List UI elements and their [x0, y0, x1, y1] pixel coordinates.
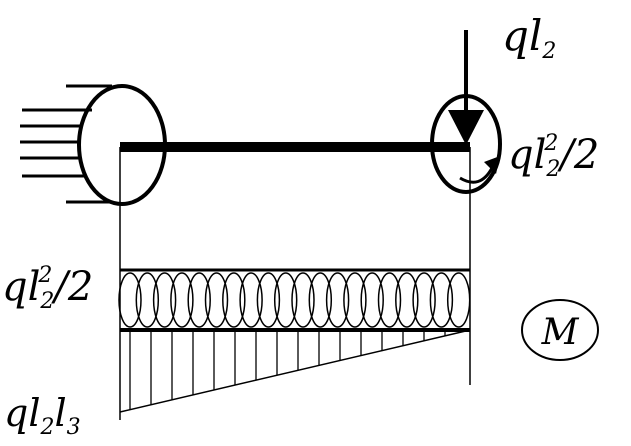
coil-loop	[239, 272, 263, 328]
moment-band-coil	[118, 272, 471, 328]
coil-loop	[395, 272, 419, 328]
coil-loop	[360, 272, 384, 328]
reference-lines	[119, 147, 471, 420]
diagram-tag-text: M	[541, 312, 580, 353]
force-arrow	[448, 30, 484, 145]
coil-loop	[204, 272, 229, 328]
coil-loop	[222, 272, 246, 328]
coil-loop	[256, 272, 281, 328]
coil-loop	[118, 272, 142, 328]
coil-loop	[429, 272, 454, 328]
coil-loop	[412, 272, 436, 328]
diagram-tag: M	[521, 299, 599, 361]
coil-loop	[343, 272, 367, 328]
coil-loop	[273, 272, 298, 328]
coil-loop	[308, 272, 333, 328]
coil-loop	[446, 272, 471, 328]
coil-loop	[170, 272, 194, 328]
coil-loop	[291, 272, 315, 328]
moment-curl-arrow	[459, 156, 500, 184]
beam	[120, 142, 470, 152]
coil-loop	[135, 272, 160, 328]
coil-loop	[325, 272, 350, 328]
coil-loop	[187, 272, 211, 328]
moment-triangle-hatch	[129, 330, 467, 410]
coil-loop	[377, 272, 402, 328]
moment-triangle	[119, 329, 471, 413]
bottom-value-label: ql2l3	[4, 391, 81, 440]
fixed-support-hatch	[20, 84, 112, 204]
force-label: ql2	[502, 11, 556, 64]
coil-loop	[152, 272, 177, 328]
